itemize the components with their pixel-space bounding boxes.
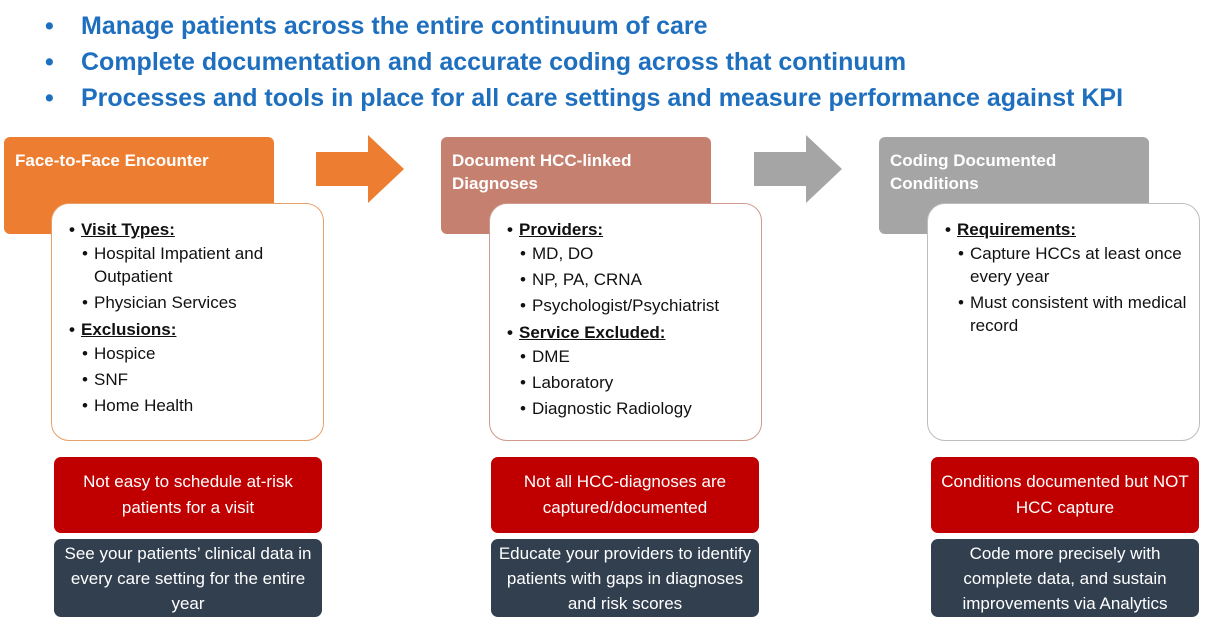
section-label: Providers: [507, 217, 761, 242]
list-item: Must consistent with medical record [945, 291, 1199, 337]
list-item: NP, PA, CRNA [507, 268, 761, 291]
list-item: Laboratory [507, 371, 761, 394]
key-points-list: •Manage patients across the entire conti… [45, 8, 1123, 116]
key-point: •Complete documentation and accurate cod… [45, 48, 907, 76]
step-1-solution: See your patients’ clinical data in ever… [54, 539, 322, 617]
section-label: Exclusions: [69, 317, 323, 342]
list-item: DME [507, 345, 761, 368]
key-point: •Processes and tools in place for all ca… [45, 84, 1124, 112]
step-3-solution: Code more precisely with complete data, … [931, 539, 1199, 617]
list-item: Diagnostic Radiology [507, 397, 761, 420]
list-item: MD, DO [507, 242, 761, 265]
section-label: Requirements: [945, 217, 1199, 242]
list-item: SNF [69, 368, 323, 391]
section-label: Visit Types: [69, 217, 323, 242]
step-1-challenge: Not easy to schedule at-risk patients fo… [54, 457, 322, 533]
step-1-title: Face-to-Face Encounter [15, 151, 209, 170]
key-point: •Manage patients across the entire conti… [45, 12, 708, 40]
arrow-right-icon [316, 135, 404, 203]
step-2-challenge: Not all HCC-diagnoses are captured/docum… [491, 457, 759, 533]
step-3-title: Coding Documented Conditions [890, 151, 1057, 193]
list-item: Hospital Impatient and Outpatient [69, 242, 323, 288]
step-3-challenge: Conditions documented but NOT HCC captur… [931, 457, 1199, 533]
list-item: Home Health [69, 394, 323, 417]
step-1-details-card: Visit Types: Hospital Impatient and Outp… [51, 203, 324, 441]
step-3-details-card: Requirements: Capture HCCs at least once… [927, 203, 1200, 441]
step-2-details-card: Providers: MD, DO NP, PA, CRNA Psycholog… [489, 203, 762, 441]
list-item: Physician Services [69, 291, 323, 314]
list-item: Hospice [69, 342, 323, 365]
list-item: Psychologist/Psychiatrist [507, 294, 761, 317]
section-label: Service Excluded: [507, 320, 761, 345]
arrow-right-icon [754, 135, 842, 203]
step-2-title: Document HCC-linked Diagnoses [452, 151, 632, 193]
list-item: Capture HCCs at least once every year [945, 242, 1199, 288]
step-2-solution: Educate your providers to identify patie… [491, 539, 759, 617]
